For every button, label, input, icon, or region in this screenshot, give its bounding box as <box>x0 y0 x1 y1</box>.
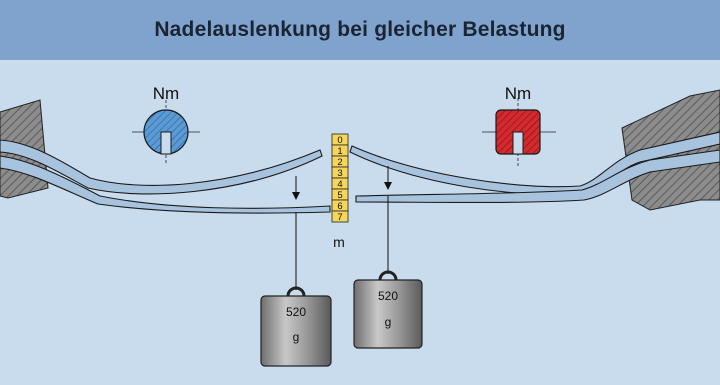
scale-tick-label: 6 <box>337 201 342 212</box>
scale-tick-label: 5 <box>337 190 342 201</box>
left-needle-lower <box>0 155 331 214</box>
scale-tick-label: 1 <box>337 146 342 157</box>
right-weight-value: 520 <box>378 289 398 303</box>
left-weight <box>260 286 332 367</box>
scale-tick-label: 2 <box>337 157 342 168</box>
left-cross-section <box>132 100 200 165</box>
scale-cell <box>331 210 349 223</box>
left-load-arrow <box>292 176 300 290</box>
left-weight-unit: g <box>293 330 300 344</box>
right-cross-section <box>482 98 556 166</box>
scale-tick-label: 0 <box>337 135 342 146</box>
right-weight <box>353 270 423 349</box>
right-needle-lower <box>355 149 720 204</box>
title-bar: Nadelauslenkung bei gleicher Belastung <box>0 0 720 60</box>
scale-unit-label: m <box>333 234 345 250</box>
right-load-arrow <box>384 166 392 274</box>
scale-tick-label: 3 <box>337 168 342 179</box>
left-weight-value: 520 <box>286 305 306 319</box>
right-weight-unit: g <box>385 315 392 329</box>
right-needle-upper <box>349 131 720 196</box>
left-needle-upper <box>0 139 323 195</box>
diagram-title: Nadelauslenkung bei gleicher Belastung <box>154 18 566 41</box>
right-torque-label: Nm <box>505 84 531 103</box>
scale-tick-label: 7 <box>337 212 342 223</box>
left-torque-label: Nm <box>153 84 179 103</box>
scale-tick-label: 4 <box>337 179 342 190</box>
